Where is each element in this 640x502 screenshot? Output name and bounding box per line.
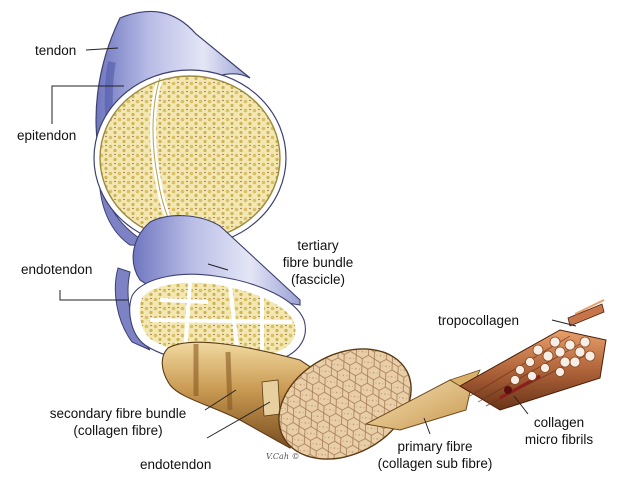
label-primary-line-2: (collagen sub fibre) <box>377 456 493 471</box>
collagen-fibre-cross-section <box>278 348 412 460</box>
label-secondary-line-2: (collagen fibre) <box>73 423 163 438</box>
tendon-cross-section <box>93 69 287 247</box>
label-micro-line-1: collagen <box>533 415 585 430</box>
label-collagen-micro-fibrils: collagen micro fibrils <box>512 414 606 448</box>
label-tertiary-fibre-bundle: tertiary fibre bundle (fascicle) <box>270 237 366 288</box>
label-primary-fibre: primary fibre (collagen sub fibre) <box>360 438 510 472</box>
label-secondary-fibre-bundle: secondary fibre bundle (collagen fibre) <box>32 405 204 439</box>
label-tertiary-line-3: (fascicle) <box>290 272 345 287</box>
label-tropocollagen: tropocollagen <box>438 313 520 328</box>
artist-signature: V.Cah © <box>266 452 300 461</box>
label-endotendon-top: endotendon <box>21 262 93 277</box>
label-tertiary-line-1: tertiary <box>297 238 339 253</box>
label-tendon: tendon <box>35 43 77 58</box>
label-epitendon: epitendon <box>17 128 77 143</box>
tropocollagen-bundle <box>459 299 607 411</box>
leader-lines <box>51 47 577 439</box>
label-secondary-line-1: secondary fibre bundle <box>49 406 187 421</box>
label-tertiary-line-2: fibre bundle <box>282 255 354 270</box>
fascicle-cross-section <box>129 273 306 365</box>
label-primary-line-1: primary fibre <box>397 439 473 454</box>
label-micro-line-2: micro fibrils <box>524 432 594 447</box>
label-endotendon-bottom: endotendon <box>140 457 212 472</box>
